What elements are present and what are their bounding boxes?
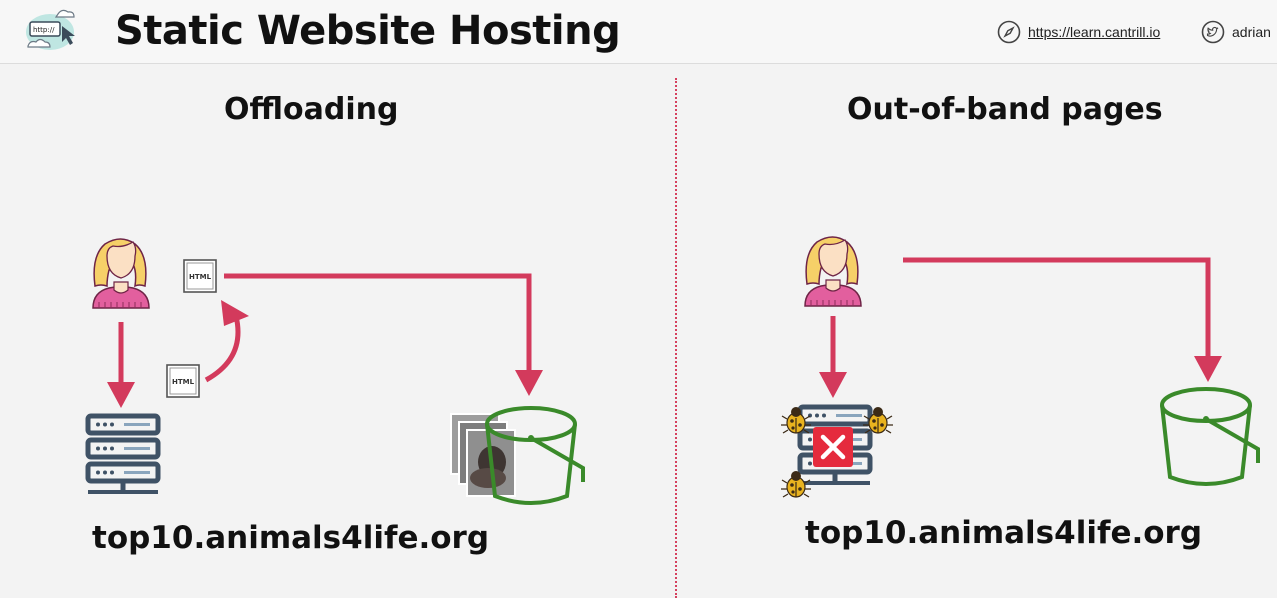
domain-label-right: top10.animals4life.org xyxy=(805,515,1203,551)
browser-logo-icon: http:// xyxy=(26,9,75,50)
domain-label-left: top10.animals4life.org xyxy=(92,520,490,556)
header-bar: http:// Static Website Hosting https://l… xyxy=(0,0,1277,64)
course-link-text[interactable]: https://learn.cantrill.io xyxy=(1028,24,1161,40)
out-of-band-title: Out-of-band pages xyxy=(847,92,1163,127)
arrow-user-to-server xyxy=(107,322,135,408)
animal-photos-icon xyxy=(450,413,516,497)
arrow-html-return xyxy=(204,300,249,383)
s3-bucket-icon-right xyxy=(1160,387,1260,486)
web-server-icon xyxy=(88,416,158,492)
offloading-title: Offloading xyxy=(224,92,399,127)
arrow-to-bucket-left xyxy=(224,273,543,396)
twitter-icon xyxy=(1201,20,1225,44)
section-divider xyxy=(675,78,677,598)
html-doc-returned-label: HTML xyxy=(172,378,195,386)
course-link[interactable]: https://learn.cantrill.io xyxy=(997,19,1160,45)
page-title: Static Website Hosting xyxy=(115,8,621,54)
html-doc-icon: HTML xyxy=(183,259,217,293)
arrow-user-to-server-right xyxy=(819,316,847,398)
user-person-icon-right xyxy=(804,236,862,307)
error-x-icon xyxy=(813,427,853,467)
logo-text: http:// xyxy=(33,26,55,34)
html-doc-returned-icon: HTML xyxy=(166,364,200,398)
twitter-handle-text[interactable]: adrian xyxy=(1232,24,1271,40)
twitter-handle[interactable]: adrian xyxy=(1201,19,1271,45)
user-person-icon xyxy=(92,238,150,309)
html-doc-label: HTML xyxy=(189,273,212,281)
compass-icon xyxy=(997,20,1021,44)
arrow-to-bucket-right xyxy=(903,257,1222,382)
